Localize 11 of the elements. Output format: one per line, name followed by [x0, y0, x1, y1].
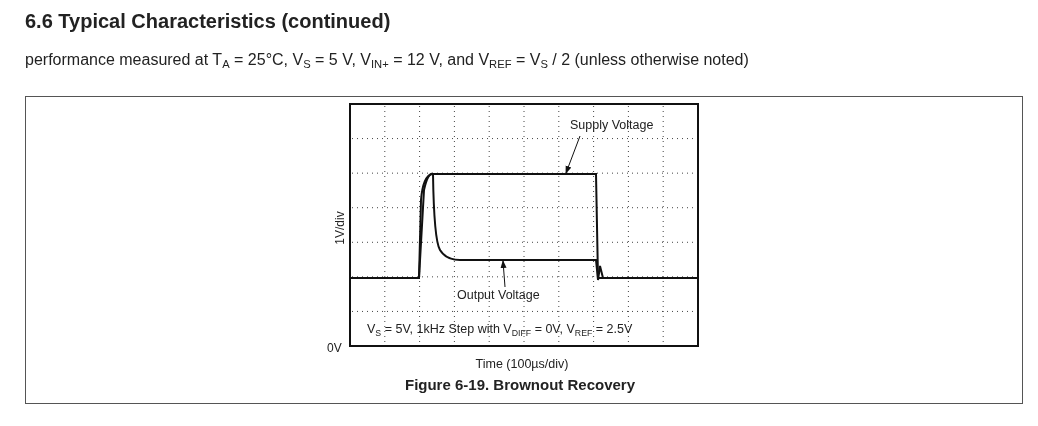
axis-title: Time (100µs/div): [475, 357, 569, 371]
figure-caption: Figure 6-19. Brownout Recovery: [404, 376, 636, 393]
leader-line: [565, 135, 581, 174]
leader-line: [500, 260, 507, 288]
trace-label: Output Voltage: [457, 288, 540, 302]
trace-label: Supply Voltage: [570, 118, 654, 132]
conditions-note: performance measured at T$_{A}$ = 25°C, V$_{S}$ = 5 V, V$_{IN+}$ = 12 V, and V$_{REF}$ = V$_{S}$ / 2 (unless otherwise noted): [25, 51, 749, 70]
axis-scale-label: 1V/div: [333, 211, 347, 245]
test-conditions-note: V$_{S}$ = 5V, 1kHz Step with V$_{DIFF}$ = 0V, V$_{REF}$ = 2.5V: [367, 322, 633, 338]
section-heading: 6.6 Typical Characteristics (continued): [25, 10, 391, 33]
axis-label: 0V: [327, 341, 342, 355]
